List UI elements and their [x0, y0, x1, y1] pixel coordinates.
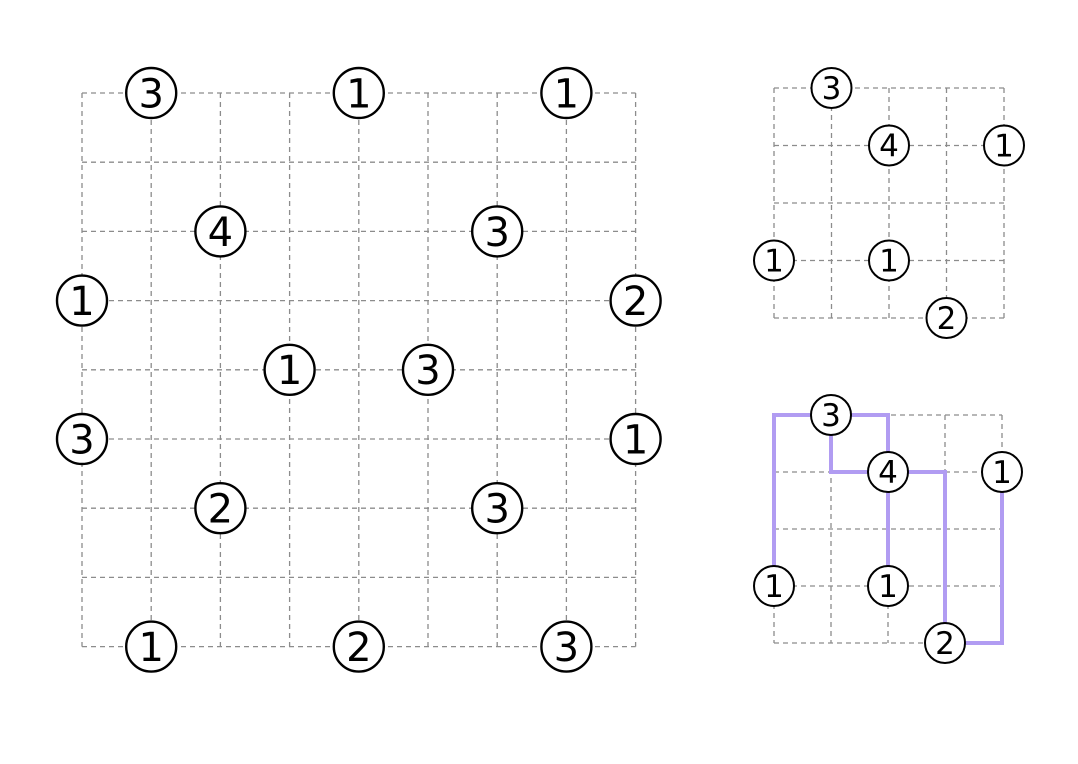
clue-circle[interactable]: 2 [332, 620, 385, 673]
clue-number: 3 [821, 398, 841, 434]
clue-ring [540, 620, 593, 673]
clue-ring [868, 239, 910, 282]
clue-circle[interactable]: 2 [609, 274, 662, 327]
clue-ring [981, 451, 1023, 493]
clue-number: 3 [138, 71, 163, 117]
clue-number: 1 [69, 279, 94, 325]
clue-circle[interactable]: 1 [540, 66, 593, 120]
example-solution-board: 3 4 1 1 1 2 [753, 394, 1023, 664]
clue-circle[interactable]: 1 [55, 274, 109, 327]
clue-ring [55, 412, 109, 466]
clue-number: 1 [346, 71, 371, 117]
clue-number: 1 [554, 71, 579, 117]
clue-number: 3 [69, 417, 94, 463]
clue-ring [194, 205, 247, 258]
clue-ring [124, 620, 178, 673]
clue-ring [471, 205, 524, 258]
clue-circle: 1 [981, 451, 1023, 493]
clue-ring [609, 412, 662, 466]
clue-number: 1 [623, 417, 648, 463]
clue-ring [55, 274, 109, 327]
clue-number: 1 [764, 244, 784, 280]
clue-number: 4 [879, 129, 899, 165]
clue-circle: 2 [925, 297, 968, 339]
clue-markers: 3 4 1 1 1 2 [753, 67, 1025, 339]
example-puzzle-board: 3 4 1 1 1 2 [753, 67, 1025, 339]
clue-ring [868, 124, 910, 167]
clue-markers: 3 1 1 4 3 1 2 1 3 3 1 2 3 1 2 3 [55, 66, 662, 673]
clue-ring [471, 482, 524, 535]
clue-ring [332, 620, 385, 673]
clue-number: 3 [484, 210, 509, 256]
clue-number: 2 [208, 487, 233, 533]
clue-ring [925, 297, 968, 339]
clue-ring [753, 565, 795, 607]
clue-circle: 3 [810, 394, 852, 436]
clue-circle[interactable]: 1 [263, 343, 316, 396]
clue-ring [867, 565, 909, 607]
clue-circle: 1 [867, 565, 909, 607]
clue-circle[interactable]: 3 [401, 343, 455, 396]
clue-circle: 3 [810, 67, 853, 109]
clue-number: 2 [935, 626, 955, 662]
clue-ring [194, 482, 247, 535]
clue-circle: 1 [983, 124, 1025, 167]
main-puzzle-board[interactable]: 3 1 1 4 3 1 2 1 3 3 1 2 3 1 2 3 [55, 66, 662, 673]
clue-circle[interactable]: 3 [540, 620, 593, 673]
clue-number: 3 [415, 348, 440, 394]
clue-ring [609, 274, 662, 327]
clue-ring [983, 124, 1025, 167]
clue-ring [810, 394, 852, 436]
clue-number: 3 [822, 71, 842, 107]
clue-number: 3 [554, 625, 579, 671]
clue-circle[interactable]: 1 [609, 412, 662, 466]
clue-circle[interactable]: 2 [194, 482, 247, 535]
clue-ring [263, 343, 316, 396]
clue-number: 3 [484, 487, 509, 533]
clue-markers: 3 4 1 1 1 2 [753, 394, 1023, 664]
clue-ring [540, 66, 593, 120]
clue-number: 2 [937, 301, 957, 337]
clue-number: 2 [623, 279, 648, 325]
clue-circle[interactable]: 3 [55, 412, 109, 466]
clue-circle[interactable]: 1 [124, 620, 178, 673]
clue-number: 1 [878, 569, 898, 605]
clue-ring [401, 343, 455, 396]
clue-circle[interactable]: 3 [471, 205, 524, 258]
clue-circle[interactable]: 3 [471, 482, 524, 535]
clue-number: 4 [878, 455, 898, 491]
clue-number: 1 [994, 129, 1014, 165]
clue-circle[interactable]: 1 [332, 66, 385, 120]
clue-circle: 1 [753, 239, 795, 282]
clue-number: 1 [277, 348, 302, 394]
clue-circle[interactable]: 3 [124, 66, 178, 120]
clue-circle: 1 [868, 239, 910, 282]
clue-ring [124, 66, 178, 120]
clue-ring [867, 451, 909, 493]
clue-circle: 4 [868, 124, 910, 167]
clue-circle[interactable]: 4 [194, 205, 247, 258]
clue-circle: 1 [753, 565, 795, 607]
clue-circle: 4 [867, 451, 909, 493]
clue-ring [810, 67, 853, 109]
clue-circle: 2 [924, 622, 966, 664]
clue-number: 4 [208, 210, 233, 256]
clue-ring [753, 239, 795, 282]
clue-number: 1 [764, 569, 784, 605]
clue-number: 2 [346, 625, 371, 671]
clue-ring [924, 622, 966, 664]
clue-ring [332, 66, 385, 120]
clue-number: 1 [138, 625, 163, 671]
clue-number: 1 [992, 455, 1012, 491]
clue-number: 1 [879, 244, 899, 280]
